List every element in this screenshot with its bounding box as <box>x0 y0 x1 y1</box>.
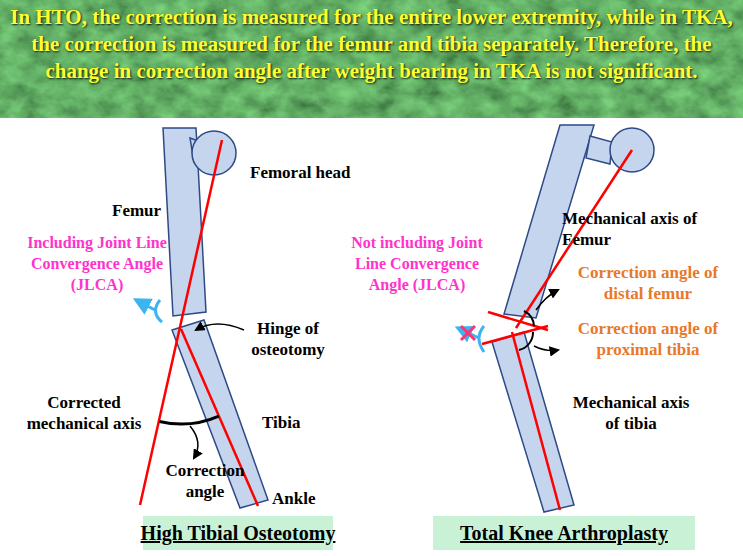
hto-drawing <box>136 128 268 508</box>
part-label: Ankle <box>272 488 332 509</box>
caption-box: High Tibial Osteotomy <box>143 516 333 550</box>
femur-neck <box>586 136 612 164</box>
angle-leader <box>190 426 198 458</box>
caption-text: Total Knee Arthroplasty <box>460 522 668 545</box>
part-label: Hinge of osteotomy <box>236 318 340 360</box>
femoral-head <box>192 131 236 175</box>
femur-angle-arc <box>524 311 534 326</box>
axis-label: Mechanical axis of tibia <box>566 392 696 434</box>
part-label: Tibia <box>262 412 322 433</box>
caption-text: High Tibial Osteotomy <box>141 522 336 545</box>
angle-label: Correction angle <box>150 460 260 502</box>
hinge-leader <box>196 324 244 330</box>
tibia-angle-arc <box>519 332 533 350</box>
part-label: Femoral head <box>250 162 390 183</box>
angle-label: Correction angle of proximal tibia <box>560 318 736 360</box>
tibia-angle-leader <box>534 346 558 351</box>
cross-mark <box>461 326 475 340</box>
axis-label: Corrected mechanical axis <box>26 392 142 434</box>
axis-label: Mechanical axis of Femur <box>562 208 702 250</box>
banner-base <box>0 0 743 118</box>
correction-angle-arc <box>159 416 219 424</box>
jlca-arrow <box>136 300 155 310</box>
angle-label: Correction angle of distal femur <box>560 262 736 304</box>
tibia-axis-line <box>512 332 560 510</box>
angle-note: Not including Joint Line Convergence Ang… <box>334 232 500 295</box>
tka-drawing <box>458 125 654 512</box>
jlca-arc <box>155 300 162 322</box>
corrected-axis-line <box>140 140 222 505</box>
jlca-arc <box>479 326 484 352</box>
femur-angle-leader <box>536 290 558 310</box>
banner-title: In HTO, the correction is measured for t… <box>8 4 735 85</box>
caption-box: Total Knee Arthroplasty <box>433 516 695 550</box>
tibia-cut-line <box>482 326 548 344</box>
tibia-bone <box>492 332 574 512</box>
part-label: Femur <box>112 200 172 221</box>
banner-texture <box>0 0 743 118</box>
angle-note: Including Joint Line Convergence Angle (… <box>18 232 176 295</box>
cross-mark <box>461 326 475 340</box>
